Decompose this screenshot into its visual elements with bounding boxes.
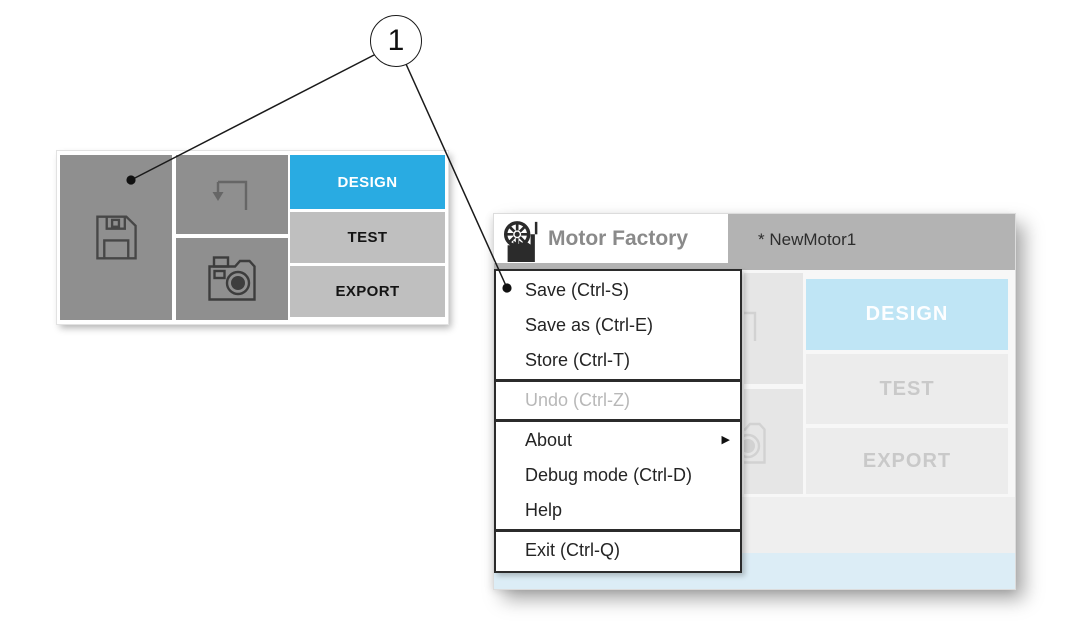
menu-item-save-as[interactable]: Save as (Ctrl-E) <box>525 315 654 335</box>
file-menu: Save (Ctrl-S) Save as (Ctrl-E) Store (Ct… <box>494 269 742 573</box>
load-arrow-icon <box>212 180 248 210</box>
menu-item-undo: Undo (Ctrl-Z) <box>525 390 631 410</box>
snapshot-button-faded[interactable] <box>744 389 803 494</box>
app-title: Motor Factory <box>548 227 689 250</box>
floppy-disk-icon <box>95 215 137 260</box>
load-button-faded[interactable] <box>744 273 803 384</box>
window-header: Motor Factory * NewMotor1 <box>494 214 1015 270</box>
tab-design-zoom[interactable]: DESIGN <box>290 155 445 209</box>
menu-item-debug-mode[interactable]: Debug mode (Ctrl-D) <box>525 465 693 485</box>
menu-item-save[interactable]: Save (Ctrl-S) <box>525 280 630 300</box>
load-arrow-icon <box>744 311 757 341</box>
tab-design[interactable]: DESIGN <box>806 279 1008 350</box>
camera-icon <box>208 256 256 301</box>
menu-separator <box>496 419 740 422</box>
motor-factory-window: Motor Factory * NewMotor1 DESIGN TEST EX… <box>494 214 1015 589</box>
menu-item-about[interactable]: About ▶ <box>496 423 740 458</box>
save-button[interactable] <box>60 155 172 320</box>
menu-separator <box>496 529 740 532</box>
document-title: * NewMotor1 <box>758 230 857 249</box>
tab-test-zoom[interactable]: TEST <box>290 212 445 263</box>
motor-factory-logo <box>503 221 538 263</box>
toolbar-zoom-panel: DESIGN TEST EXPORT <box>57 151 448 324</box>
menu-item-help[interactable]: Help <box>525 500 563 520</box>
tab-test[interactable]: TEST <box>806 354 1008 424</box>
tab-export-zoom[interactable]: EXPORT <box>290 266 445 317</box>
callout-marker: 1 <box>370 15 422 67</box>
submenu-arrow-icon: ▶ <box>721 434 730 446</box>
menu-separator <box>496 379 740 382</box>
tab-export[interactable]: EXPORT <box>806 428 1008 494</box>
menu-item-store[interactable]: Store (Ctrl-T) <box>525 350 630 370</box>
snapshot-button[interactable] <box>176 238 288 320</box>
menu-item-about-label: About <box>525 430 573 450</box>
load-button[interactable] <box>176 155 288 234</box>
menu-item-exit[interactable]: Exit (Ctrl-Q) <box>525 540 620 560</box>
camera-icon <box>744 422 766 464</box>
